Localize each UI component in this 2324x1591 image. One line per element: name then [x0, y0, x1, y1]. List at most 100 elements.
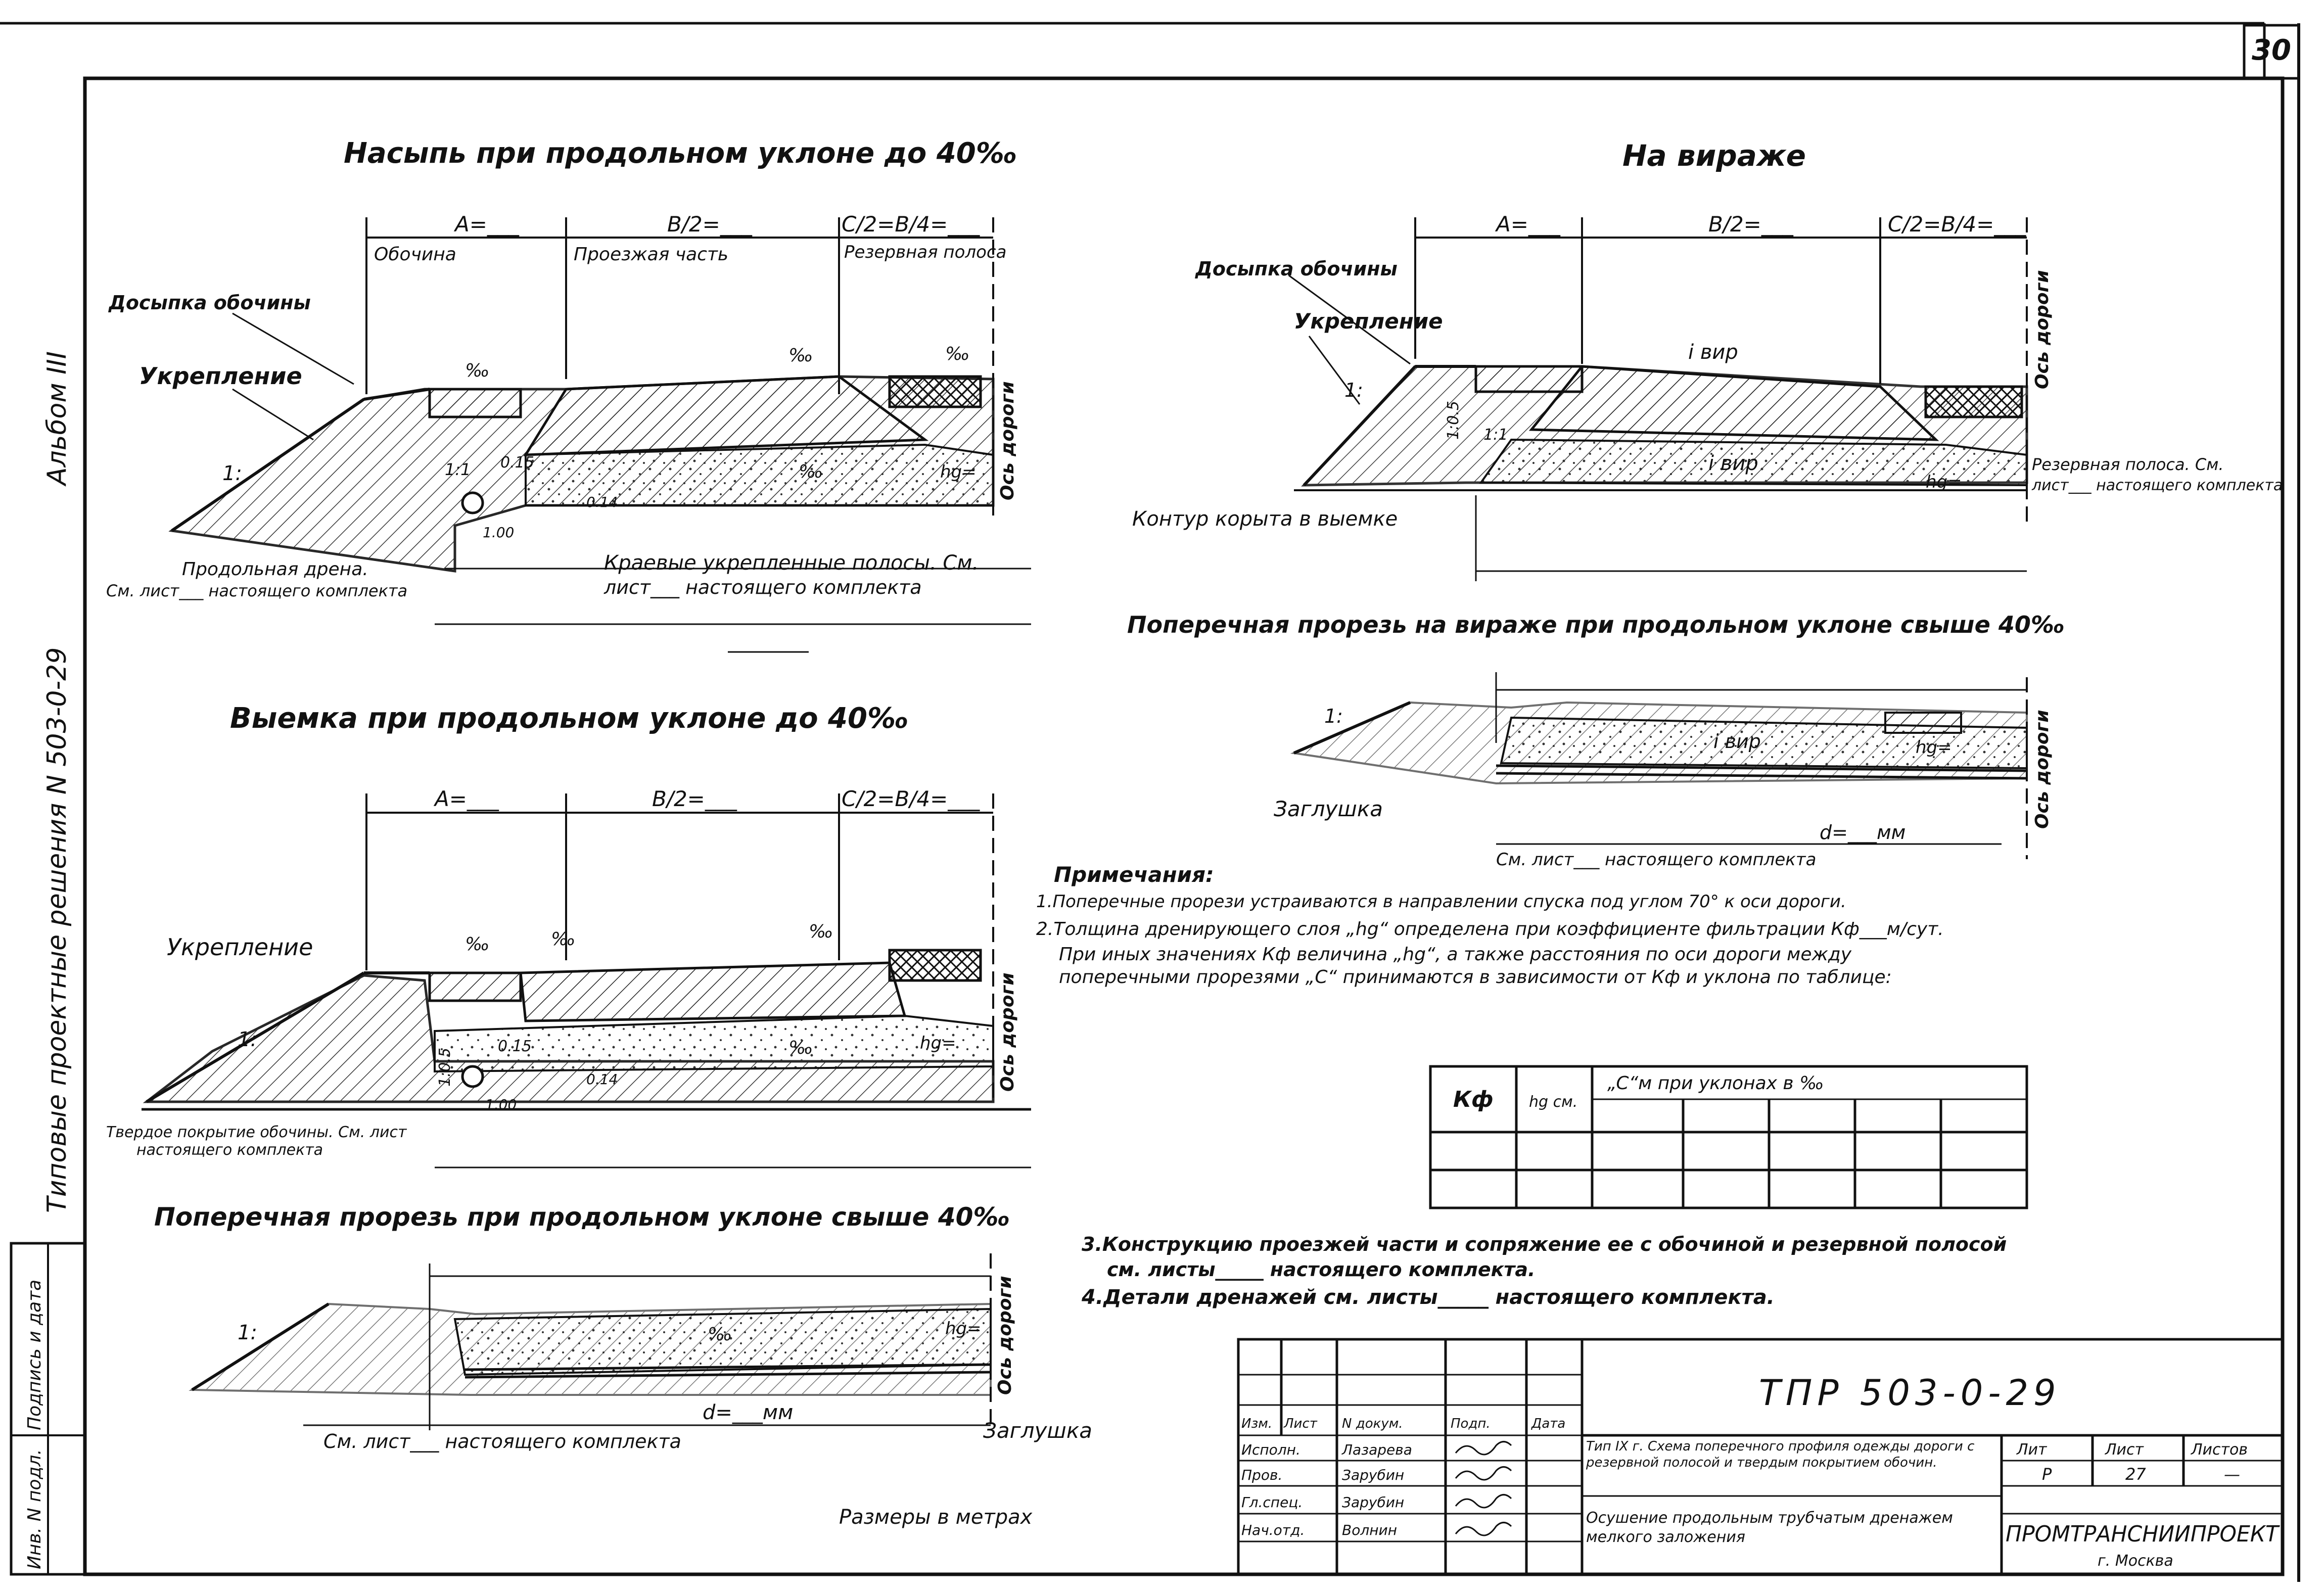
note-2c: поперечными прорезями „C“ принимаются в … — [1059, 967, 1892, 988]
stamp-desc-1: Тип IX г. Схема поперечного профиля одеж… — [1586, 1439, 1975, 1470]
s3-zaglushka: Заглушка — [983, 1418, 1092, 1443]
s1-dim-a: A=___ — [453, 212, 520, 237]
signatures — [1455, 1441, 1512, 1536]
s4-rezerv-ref: лист___ настоящего комплекта — [2031, 477, 2283, 494]
s2-axis: Ось дороги — [997, 972, 1018, 1092]
note-3b: см. листы_____ настоящего комплекта. — [1107, 1258, 1536, 1281]
s5-slope1: 1: — [1324, 705, 1343, 727]
s3-ref: См. лист___ настоящего комплекта — [323, 1430, 681, 1453]
s1-krai-ref: лист___ настоящего комплекта — [603, 576, 922, 598]
s5-d: d=___мм — [1820, 821, 1905, 844]
stamp-col-ndoc: N докум. — [1342, 1416, 1403, 1431]
s4-ivir: i вир — [1688, 341, 1738, 364]
s2-dim-b: B/2=___ — [652, 786, 737, 811]
stamp-v-listov: — — [2224, 1465, 2240, 1484]
s2-dim-c: C/2=B/4=___ — [842, 786, 980, 811]
s1-axis: Ось дороги — [997, 381, 1018, 500]
s4-dim-b: B/2=___ — [1708, 212, 1794, 237]
stamp-h-list: Лист — [2105, 1441, 2145, 1459]
stamp-v-list: 27 — [2125, 1465, 2146, 1484]
s4-dosypka: Досыпка обочины — [1195, 258, 1398, 280]
s1-dim-c: C/2=B/4=___ — [842, 212, 980, 237]
s4-slope11: 1:1 — [1483, 426, 1508, 444]
s1-v100: 1.00 — [483, 524, 514, 541]
s2-slope1: 1: — [238, 1028, 257, 1051]
section-cut: Выемка при продольном уклоне до 40‰ A=__… — [106, 702, 1031, 1168]
stamp-col-data: Дата — [1531, 1416, 1565, 1431]
s3-axis: Ось дороги — [995, 1276, 1015, 1395]
kf-table-h1: Кф — [1453, 1087, 1494, 1112]
series-label: Типовые проектные решения N 503-0-29 — [42, 647, 72, 1213]
s5-axis: Ось дороги — [2032, 710, 2053, 829]
note-2a: 2.Толщина дренирующего слоя „hg“ определ… — [1036, 919, 1944, 940]
stamp-role-2: Пров. — [1241, 1467, 1282, 1483]
s4-title: На вираже — [1622, 138, 1806, 173]
s1-slope11: 1:1 — [445, 460, 471, 479]
stamp-desc-1-box: Тип IX г. Схема поперечного профиля одеж… — [1586, 1439, 1975, 1470]
s1-title: Насыпь при продольном уклоне до 40‰ — [344, 137, 1017, 170]
stamp-name-2: Зарубин — [1342, 1467, 1404, 1483]
s2-pm2: ‰ — [551, 929, 576, 950]
s2-v100: 1.00 — [485, 1096, 517, 1113]
stamp-v-lit: Р — [2042, 1465, 2052, 1484]
section-cross-cut: Поперечная прорезь при продольном уклоне… — [154, 1202, 1092, 1529]
s4-slope1: 1: — [1344, 379, 1363, 401]
s1-obochina: Обочина — [374, 244, 456, 265]
razmery-label: Размеры в метрах — [839, 1506, 1033, 1529]
s1-proezzh: Проезжая часть — [574, 244, 728, 265]
s4-dim-c: C/2=B/4=___ — [1888, 212, 2026, 237]
s2-pm1: ‰ — [465, 934, 490, 955]
stamp-city: г. Москва — [2098, 1552, 2173, 1570]
s2-pm3: ‰ — [809, 921, 833, 942]
album-label: Альбом III — [42, 351, 72, 487]
s1-dosypka: Досыпка обочины — [108, 292, 311, 314]
s1-v015: 0.15 — [500, 454, 534, 472]
section-curve: На вираже A=___ B/2=___ C/2=B/4=___ Досы… — [1132, 138, 2283, 581]
s4-axis: Ось дороги — [2032, 270, 2053, 389]
section-curve-cross-cut: Поперечная прорезь на вираже при продоль… — [1127, 611, 2065, 870]
s4-kontur: Контур корыта в выемке — [1132, 507, 1398, 531]
stamp-desc-2-box: Осушение продольным трубчатым дренажем м… — [1586, 1509, 1953, 1546]
sign-date-label: Подпись и дата — [24, 1280, 45, 1430]
s1-v014: 0.14 — [586, 494, 618, 510]
stamp-col-list: Лист — [1283, 1416, 1318, 1431]
s2-v015: 0.15 — [498, 1038, 532, 1055]
s3-title: Поперечная прорезь при продольном уклоне… — [154, 1202, 1010, 1232]
section-embankment: Насыпь при продольном уклоне до 40‰ A=__… — [106, 137, 1031, 653]
s1-dim-b: B/2=___ — [667, 212, 753, 237]
s1-slope1: 1: — [222, 462, 242, 485]
stamp-desc-2: Осушение продольным трубчатым дренажем м… — [1586, 1509, 1953, 1546]
s5-zaglushka: Заглушка — [1274, 797, 1383, 821]
s2-title: Выемка при продольном уклоне до 40‰ — [230, 702, 908, 735]
stamp-h-listov: Листов — [2191, 1441, 2248, 1459]
s2-ukrepl: Укрепление — [167, 933, 313, 961]
s4-hg: hg= — [1926, 472, 1962, 492]
s4-dim-a: A=___ — [1495, 212, 1561, 237]
stamp-name-1: Лазарева — [1341, 1441, 1412, 1458]
side-labels: Альбом III Типовые проектные решения N 5… — [10, 351, 86, 1576]
s2-v014: 0.14 — [586, 1071, 618, 1088]
inv-no-label: Инв. N подл. — [24, 1449, 45, 1569]
stamp-code: ТПР 503-0-29 — [1759, 1372, 2061, 1414]
stamp-role-3: Гл.спец. — [1241, 1494, 1303, 1511]
sheet-corner-number: 30 — [2252, 34, 2291, 67]
s4-rezerv: Резервная полоса. См. — [2032, 455, 2224, 474]
s2-dim-a: A=___ — [433, 786, 499, 811]
s1-hg: hg= — [940, 462, 977, 482]
s2-tverd: Твердое покрытие обочины. См. лист — [106, 1124, 407, 1141]
kf-table-h2: hg см. — [1529, 1093, 1577, 1111]
s3-pm: ‰ — [708, 1324, 732, 1345]
s1-pm4: ‰ — [799, 461, 823, 482]
s5-title: Поперечная прорезь на вираже при продоль… — [1127, 611, 2065, 638]
stamp-org: ПРОМТРАНСНИИПРОЕКТ — [2006, 1521, 2280, 1547]
s1-pm3: ‰ — [945, 344, 970, 364]
s5-ref: См. лист___ настоящего комплекта — [1496, 850, 1816, 870]
note-3a: 3.Конструкцию проезжей части и сопряжени… — [1082, 1233, 2007, 1255]
s4-slope05: 1:0.5 — [1445, 401, 1462, 440]
s1-pm1: ‰ — [465, 360, 490, 381]
s2-tverd-ref: настоящего комплекта — [136, 1141, 323, 1159]
s1-drena-ref: См. лист___ настоящего комплекта — [106, 581, 407, 600]
s3-d: d=___мм — [703, 1401, 793, 1424]
s2-pm4: ‰ — [788, 1038, 813, 1058]
